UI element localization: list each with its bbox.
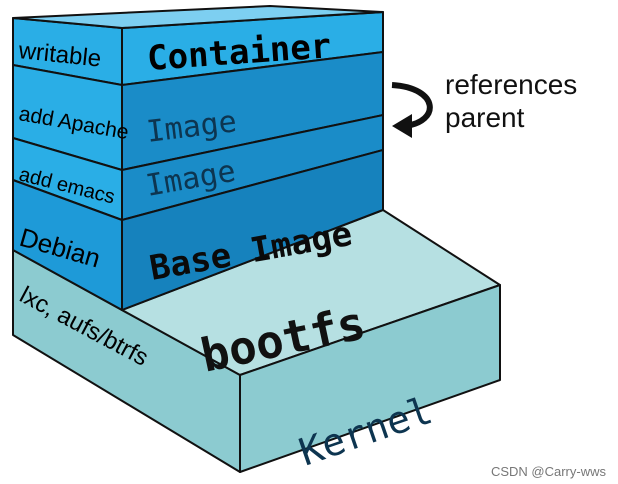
- annotation-line2: parent: [445, 102, 525, 133]
- references-arrow-icon: [391, 82, 433, 129]
- annotation-line1: references: [445, 69, 577, 100]
- arrow-head-icon: [392, 114, 412, 138]
- kernel-front-face: [239, 284, 501, 473]
- watermark: CSDN @Carry-wws: [491, 464, 607, 479]
- base-image-face: [121, 149, 384, 311]
- container-top-face: [12, 5, 384, 29]
